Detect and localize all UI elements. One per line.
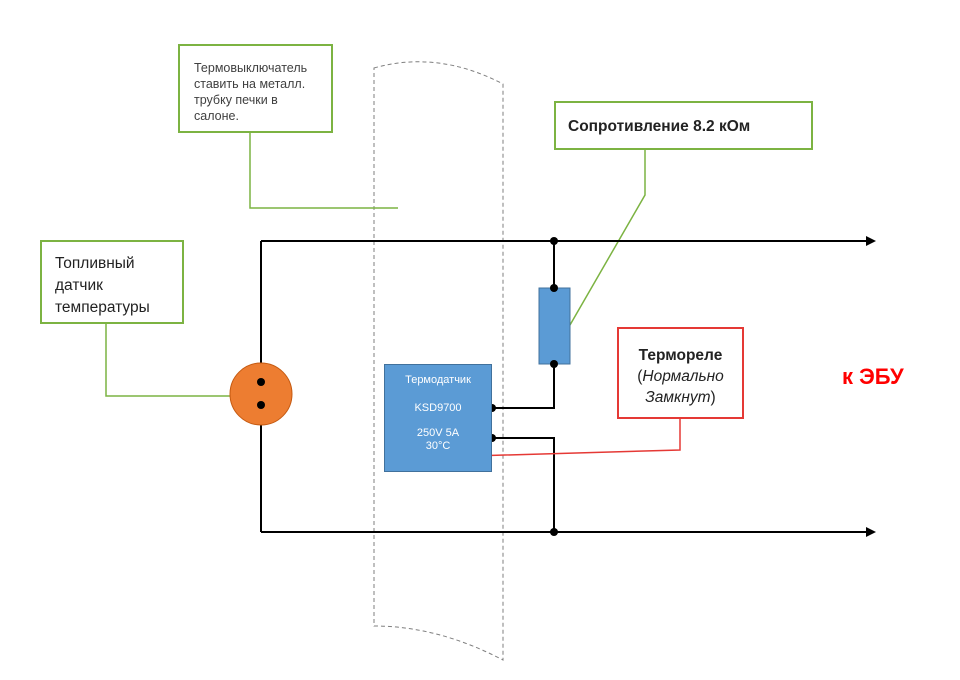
relay-line-2-text: Замкнут <box>645 389 711 406</box>
junction-dot <box>257 401 265 409</box>
resistor-note: Сопротивление 8.2 кОм <box>554 101 813 150</box>
note-line: Топливный <box>55 255 135 272</box>
note-line: трубку печки в <box>194 93 278 107</box>
wire-sensor-to-bottom <box>492 437 555 532</box>
wire-resistor-bottom <box>492 364 555 409</box>
junction-dot <box>550 360 558 368</box>
fuel-sensor-circle <box>229 362 293 426</box>
note-line: Термовыключатель <box>194 61 308 75</box>
junction-dot <box>257 378 265 386</box>
note-line: салоне. <box>194 109 239 123</box>
leader-line-switch <box>249 133 398 209</box>
junction-dot <box>550 237 558 245</box>
thermo-switch-note: Термовыключатель ставить на металл. труб… <box>178 44 333 133</box>
thermo-sensor-name: Термодатчик <box>405 374 471 386</box>
resistor-body <box>538 287 571 365</box>
thermo-sensor-model: KSD9700 <box>414 402 462 414</box>
relay-line-1: (Нормально <box>623 366 738 387</box>
relay-close-paren: ) <box>710 389 716 406</box>
relay-line-1-text: Нормально <box>642 368 724 385</box>
panel-wall-outline <box>373 61 504 661</box>
ecu-label: к ЭБУ <box>842 364 904 389</box>
relay-title: Термореле <box>638 347 723 364</box>
fuel-sensor-note: Топливный датчик температуры <box>40 240 184 324</box>
leader-line-sensor <box>105 324 236 397</box>
relay-open-paren: ( <box>637 368 643 385</box>
leader-line-relay <box>471 419 681 457</box>
thermo-sensor-temp: 30°C <box>425 440 451 452</box>
junction-dot <box>550 284 558 292</box>
leader-line-resistor <box>569 150 646 326</box>
junction-dot <box>550 528 558 536</box>
relay-line-2: Замкнут) <box>623 387 738 408</box>
relay-note: Термореле (Нормально Замкнут) <box>617 327 744 419</box>
note-line: температуры <box>55 299 150 316</box>
thermo-sensor-rating: 250V 5A <box>416 427 460 439</box>
note-line: датчик <box>55 277 103 294</box>
note-line: ставить на металл. <box>194 77 306 91</box>
thermo-sensor-box: Термодатчик KSD9700 250V 5A 30°C <box>384 364 492 472</box>
